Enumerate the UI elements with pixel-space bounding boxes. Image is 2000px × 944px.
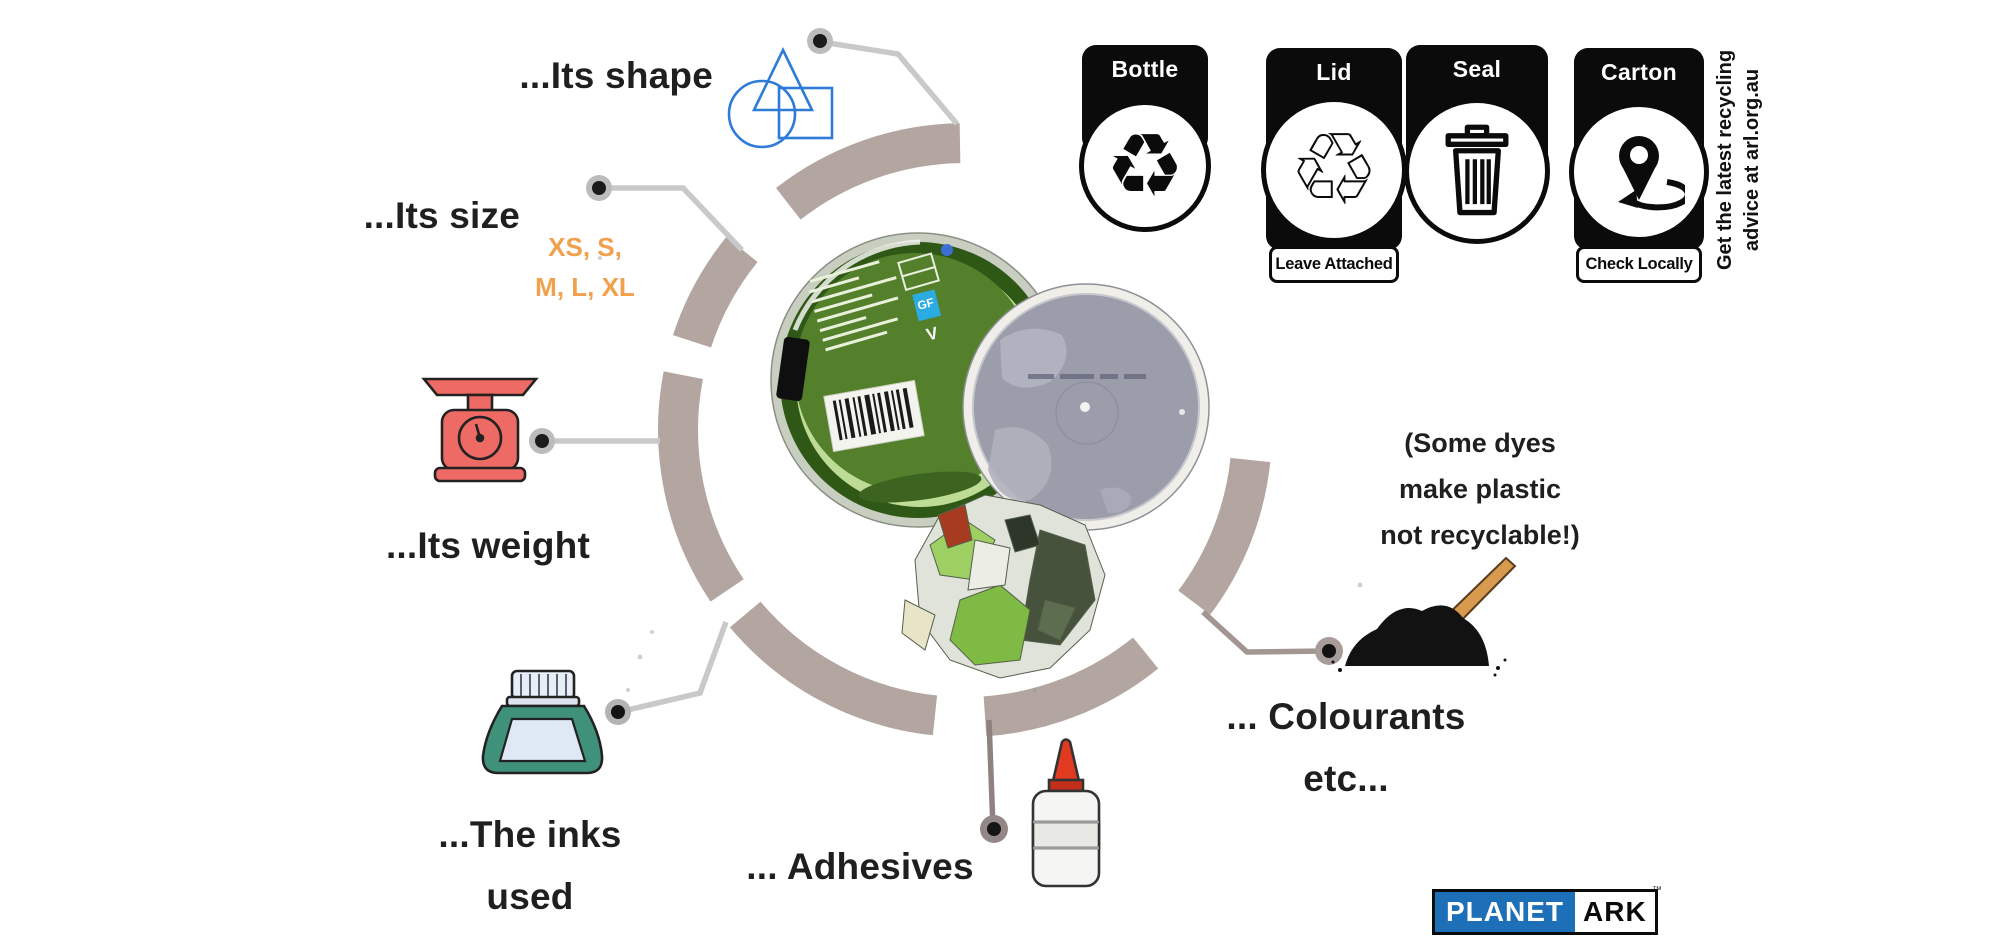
label-its-weight: ...Its weight (385, 525, 590, 566)
dyes-line1: (Some dyes (1404, 428, 1556, 458)
inks-line2: used (486, 876, 574, 917)
dyes-line2: make plastic (1398, 474, 1562, 504)
ring-segment-right (1178, 457, 1271, 615)
weight-dot (529, 428, 555, 454)
silver-lid-photo (962, 283, 1210, 531)
crumpled-wrapper-photo (901, 494, 1106, 679)
arl-lid-title: Lid (1316, 59, 1352, 85)
ring-segment-upper-left (672, 236, 758, 348)
colourants-connector (1201, 609, 1327, 655)
inks-dot (605, 699, 631, 725)
colourants-line2: etc... (1303, 758, 1389, 799)
powder-speckles (1331, 658, 1507, 677)
label-adhesives: ... Adhesives (746, 846, 974, 887)
shapes-icon (727, 47, 834, 149)
arl-label-carton: Carton Check Locally (1569, 48, 1709, 284)
label-dyes-note: (Some dyes make plastic not recyclable!) (1330, 420, 1630, 558)
broken-ring (658, 123, 1271, 737)
ring-segment-top (776, 123, 961, 220)
shape-connector (821, 39, 960, 126)
ring-segment-bottom-right (983, 637, 1159, 737)
adhesives-connector (986, 719, 996, 829)
arl-carton-footer: Check Locally (1585, 255, 1693, 273)
embossed-code (1028, 374, 1146, 379)
gf-text: GF (916, 295, 936, 313)
logo-ark-text: ARK (1575, 892, 1655, 932)
glue-bottle-icon (1031, 738, 1101, 888)
dyes-line3: not recyclable!) (1380, 520, 1580, 550)
pigment-powder-spoon-icon (1331, 556, 1517, 677)
ring-segment-left (658, 371, 744, 602)
arl-bottle-title: Bottle (1111, 56, 1179, 82)
arl-tagline-line2: advice at arl.org.au (1741, 68, 1763, 252)
size-values-line2: M, L, XL (535, 272, 635, 302)
arl-tagline-line1: Get the latest recycling (1714, 49, 1736, 271)
kitchen-scale-icon (421, 377, 539, 483)
size-connector (600, 185, 744, 252)
square-icon (777, 86, 834, 140)
gf-block: GF V (912, 289, 942, 344)
circle-icon (727, 79, 797, 149)
arl-lid-footer: Leave Attached (1275, 255, 1393, 273)
dust-speckles (598, 256, 1363, 693)
ring-segment-bottom-left (729, 601, 938, 736)
colourants-dot (1315, 637, 1343, 665)
arl-label-seal: Seal (1404, 45, 1550, 250)
shape-dot (807, 28, 833, 54)
inks-line1: ...The inks (438, 814, 622, 855)
recycle-outline-icon: ♲ (1289, 111, 1379, 228)
ink-bottle-icon (481, 669, 604, 775)
location-pin-loop-icon (1618, 136, 1685, 211)
nutrition-text-suggestion (808, 252, 940, 352)
arl-label-bottle: Bottle ♻ (1079, 45, 1211, 235)
planet-ark-logo: PLANET ARK (1432, 889, 1658, 935)
v-mark: V (924, 323, 940, 344)
adhesives-dot (980, 815, 1008, 843)
label-the-inks: ...The inks used (405, 804, 655, 928)
trash-bin-icon (1445, 124, 1509, 216)
colourants-line1: ... Colourants (1226, 696, 1466, 737)
arl-seal-title: Seal (1452, 56, 1502, 82)
logo-trademark: ™ (1652, 885, 1662, 896)
size-values-line1: XS, S, (548, 232, 622, 262)
label-size-values: XS, S, M, L, XL (505, 227, 665, 307)
connector-dots (529, 28, 1343, 843)
inks-connector (618, 621, 729, 715)
label-colourants: ... Colourants etc... (1196, 686, 1496, 810)
label-its-size: ...Its size (363, 195, 520, 236)
label-its-shape: ...Its shape (519, 55, 713, 96)
powder-pile (1345, 605, 1489, 666)
triangle-icon (751, 47, 815, 112)
barcode (823, 379, 925, 453)
arl-tagline: Get the latest recycling advice at arl.o… (1712, 20, 1772, 300)
recycle-filled-icon: ♻ (1105, 114, 1185, 217)
size-dot (586, 175, 612, 201)
arl-carton-title: Carton (1601, 59, 1677, 85)
arl-label-lid: Lid ♲ Leave Attached (1261, 48, 1407, 284)
connector-lines (543, 39, 1327, 829)
logo-planet-text: PLANET (1435, 892, 1575, 932)
